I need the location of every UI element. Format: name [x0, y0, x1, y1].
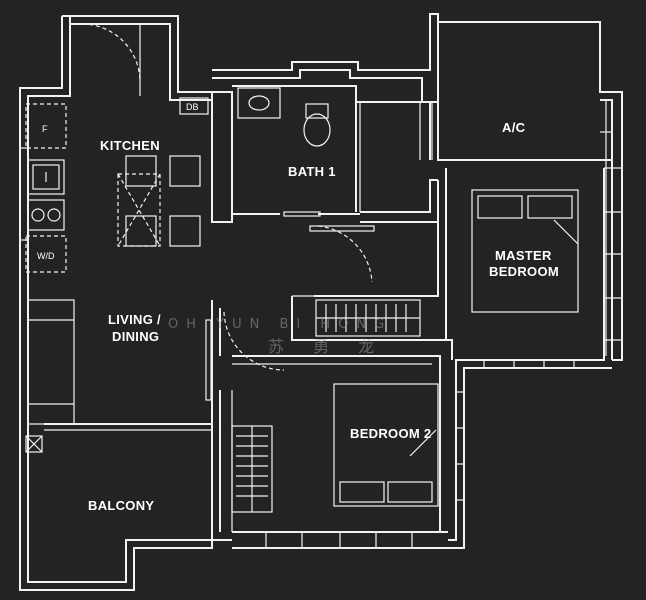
doors	[81, 23, 375, 401]
drain	[25, 435, 43, 453]
room-label-living-line2: DINING	[112, 329, 159, 344]
room-label-bath1: BATH 1	[288, 164, 336, 179]
room-label-kitchen: KITCHEN	[100, 138, 160, 153]
room-label-master-line2: BEDROOM	[489, 264, 559, 279]
washer-dryer-label: W/D	[37, 251, 55, 261]
watermark-latin: OH YUN BI HONG	[168, 317, 392, 332]
wardrobe-slats	[316, 304, 420, 332]
outer-walls	[19, 13, 623, 591]
windows	[20, 100, 622, 548]
fixtures: F W/D DB	[25, 87, 579, 513]
room-label-living-line1: LIVING /	[108, 312, 161, 327]
kitchen-sink	[27, 159, 65, 195]
toilet-tank	[305, 103, 329, 119]
master-bed	[471, 189, 579, 313]
bedroom2-bed	[333, 383, 439, 507]
fridge-label: F	[42, 124, 48, 134]
toilet-bowl	[303, 113, 331, 147]
interior-walls	[44, 85, 453, 540]
basin	[237, 87, 281, 119]
room-label-bedroom2: BEDROOM 2	[350, 426, 431, 441]
hob	[27, 199, 65, 231]
bedroom2-wardrobe-slats	[236, 426, 268, 512]
room-label-balcony: BALCONY	[88, 498, 154, 513]
room-label-master-line1: MASTER	[495, 248, 552, 263]
watermark-chinese: 苏 勇 龙	[268, 337, 386, 356]
room-label-ac: A/C	[502, 120, 526, 135]
washer-dryer-box	[25, 235, 67, 273]
db-label: DB	[186, 102, 199, 112]
db-box	[179, 97, 209, 115]
sofa	[27, 299, 75, 425]
